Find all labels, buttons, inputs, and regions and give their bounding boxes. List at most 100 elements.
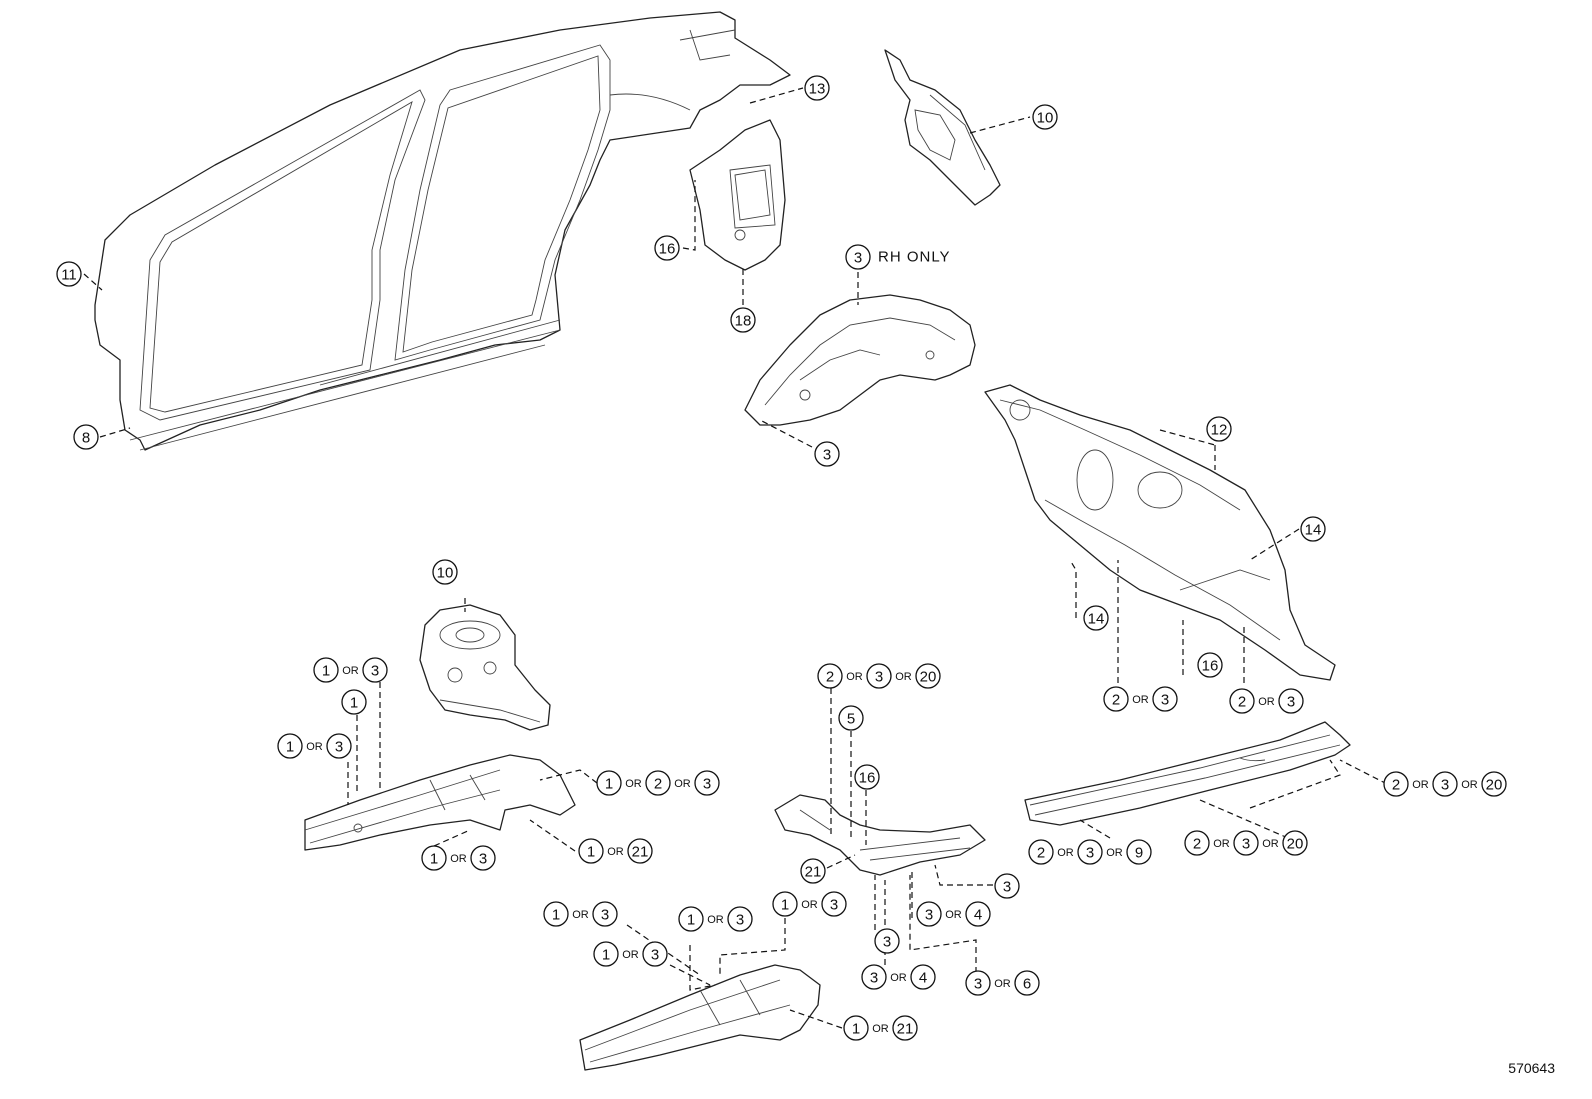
callout-number: 3 (601, 907, 609, 924)
callout-circle (965, 901, 991, 927)
callout-circle (1032, 104, 1058, 130)
callout-circle (326, 733, 352, 759)
callout-c21: 21 (800, 858, 826, 884)
callout-number: 9 (1135, 845, 1143, 862)
callout-number: 1 (587, 844, 595, 861)
rear-wheel-house-outer (689, 119, 786, 271)
callout-circle (645, 770, 671, 796)
or-separator: OR (1412, 779, 1429, 791)
callout-circle (854, 764, 880, 790)
callout-number: 3 (651, 947, 659, 964)
front-wheel-house-upper-part (884, 49, 1001, 206)
or-separator: OR (1262, 838, 1279, 850)
callout-number: 3 (371, 663, 379, 680)
callout-number: 1 (605, 776, 613, 793)
callout-circle (843, 1015, 869, 1041)
callout-c16b: 16 (1197, 652, 1223, 678)
callout-number: 3 (479, 851, 487, 868)
or-separator: OR (1258, 696, 1275, 708)
callout-number: 21 (805, 864, 822, 881)
callout-circle (1083, 605, 1109, 631)
callout-circle (56, 261, 82, 287)
callout-c16c: 16 (854, 764, 880, 790)
callout-number: 21 (897, 1021, 914, 1038)
or-separator: OR (1057, 847, 1074, 859)
callout-number: 10 (1037, 110, 1054, 127)
callout-circle (470, 845, 496, 871)
callout-c13f: 1 OR 3 (772, 891, 847, 917)
callout-number: 11 (61, 267, 77, 284)
callout-number: 3 (974, 976, 982, 993)
callout-circle (627, 838, 653, 864)
callout-number: 1 (552, 907, 560, 924)
callout-circle (421, 845, 447, 871)
front-side-member-lower (579, 964, 821, 1071)
callout-number: 3 (1441, 777, 1449, 794)
callout-circle (1282, 830, 1308, 856)
callout-c11: 11 (56, 261, 82, 287)
or-separator: OR (801, 899, 818, 911)
callout-c12: 12 (1206, 416, 1232, 442)
callout-c8: 8 (73, 424, 99, 450)
callout-number: 3 (335, 739, 343, 756)
callout-circle (1432, 771, 1458, 797)
callout-number: 3 (854, 250, 862, 267)
callout-number: 3 (925, 907, 933, 924)
callout-number: 18 (735, 313, 752, 330)
or-separator: OR (846, 671, 863, 683)
front-side-member-left (304, 754, 576, 851)
callout-number: 14 (1305, 522, 1322, 539)
callout-number: 16 (1202, 658, 1219, 675)
callout-number: 5 (847, 711, 855, 728)
callout-circle (874, 928, 900, 954)
callout-circle (1126, 839, 1152, 865)
or-separator: OR (945, 909, 962, 921)
callout-number: 21 (632, 844, 649, 861)
callout-number: 3 (1161, 692, 1169, 709)
callout-number: 1 (602, 947, 610, 964)
callout-circle (1300, 516, 1326, 542)
callout-number: 2 (826, 669, 834, 686)
or-separator: OR (707, 914, 724, 926)
callout-circle (800, 858, 826, 884)
callout-number: 1 (322, 663, 330, 680)
or-separator: OR (872, 1023, 889, 1035)
dash-panel (984, 384, 1336, 681)
callout-number: 4 (974, 907, 982, 924)
callout-number: 1 (286, 739, 294, 756)
callout-c3b: 3 (814, 441, 840, 467)
callout-number: 3 (1086, 845, 1094, 862)
callout-circle (1233, 830, 1259, 856)
callout-c14b: 14 (1083, 605, 1109, 631)
callout-c3c: 3 (994, 873, 1020, 899)
callout-number: 16 (659, 241, 676, 258)
callout-circle (1077, 839, 1103, 865)
callout-number: 14 (1088, 611, 1105, 628)
callout-circle (814, 441, 840, 467)
callout-number: 3 (1242, 836, 1250, 853)
callout-circle (578, 838, 604, 864)
rh-only-note: RH ONLY (878, 249, 951, 266)
callout-number: 1 (781, 897, 789, 914)
callout-circle (730, 307, 756, 333)
callout-number: 3 (830, 897, 838, 914)
callout-circle (845, 244, 871, 270)
or-separator: OR (1461, 779, 1478, 791)
callout-circle (73, 424, 99, 450)
callout-number: 3 (703, 776, 711, 793)
callout-number: 16 (859, 770, 876, 787)
callout-circle (1206, 416, 1232, 442)
or-separator: OR (890, 972, 907, 984)
